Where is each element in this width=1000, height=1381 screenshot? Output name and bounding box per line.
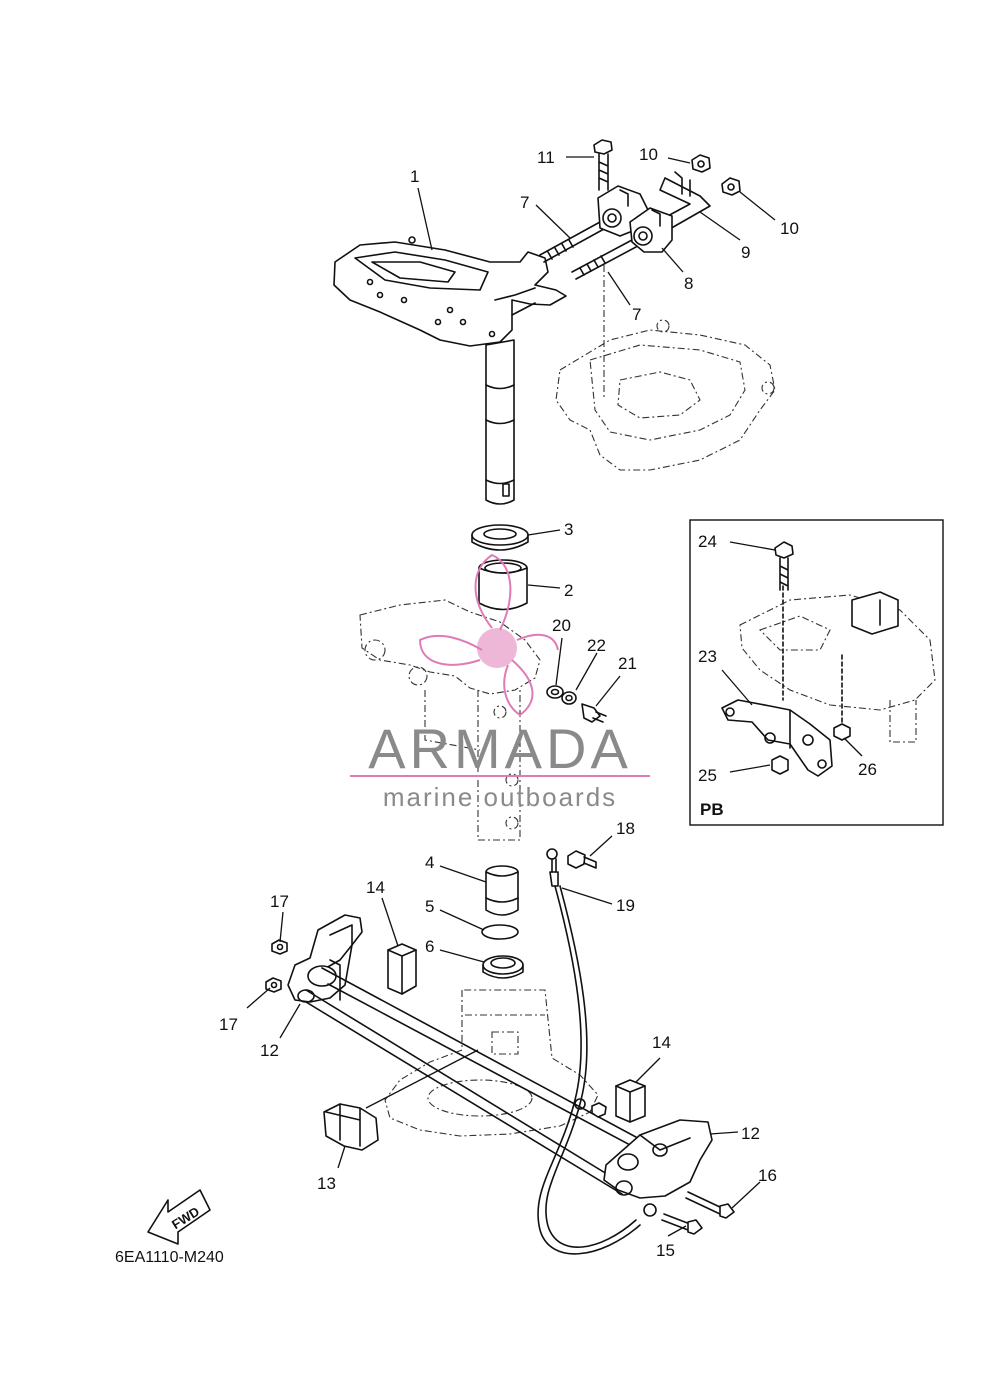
mount-bracket-right — [603, 1119, 713, 1199]
callout-25: 25 — [698, 766, 717, 785]
bolt-top — [593, 139, 613, 191]
fwd-arrow-icon: FWD — [147, 1189, 211, 1245]
callout-17b: 17 — [219, 1015, 238, 1034]
rubber-mount-14-right — [615, 1079, 646, 1123]
stud-bolt-upper — [539, 221, 605, 263]
callout-7b: 7 — [632, 305, 641, 324]
lower-casing-ghost — [384, 989, 599, 1137]
callout-5: 5 — [425, 897, 434, 916]
swivel-bracket-ghost — [359, 599, 541, 841]
watermark-brand: ARMADA — [368, 717, 632, 780]
callout-21: 21 — [618, 654, 637, 673]
washer-20 — [546, 685, 564, 699]
friction-block-lower — [629, 207, 673, 253]
damper-4 — [485, 865, 519, 916]
bottom-cowling-ghost — [555, 265, 776, 471]
callout-19: 19 — [616, 896, 635, 915]
inset-pb: PB — [689, 519, 944, 826]
rubber-block-13 — [323, 1103, 379, 1151]
callout-24: 24 — [698, 532, 717, 551]
callout-1: 1 — [410, 167, 419, 186]
callout-20: 20 — [552, 616, 571, 635]
ground-bolt-18 — [567, 850, 597, 869]
callout-11: 11 — [537, 148, 555, 167]
o-ring-5 — [481, 924, 519, 940]
callout-26: 26 — [858, 760, 877, 779]
callout-13: 13 — [317, 1174, 336, 1193]
rubber-mount-14-left — [387, 943, 417, 995]
callouts: 1 7 7 8 9 10 10 11 3 2 20 22 21 18 19 4 … — [219, 145, 877, 1260]
callout-4: 4 — [425, 853, 434, 872]
propeller-logo-icon — [418, 553, 559, 717]
callout-3: 3 — [564, 520, 573, 539]
bushing — [478, 559, 528, 611]
stud-bolt-lower — [571, 239, 637, 280]
screw-21 — [581, 703, 607, 723]
callout-12b: 12 — [741, 1124, 760, 1143]
callout-8: 8 — [684, 274, 693, 293]
callout-14b: 14 — [652, 1033, 671, 1052]
callout-16: 16 — [758, 1166, 777, 1185]
callout-10b: 10 — [780, 219, 799, 238]
seal-6 — [482, 955, 524, 979]
mount-bracket-left — [287, 914, 363, 1003]
watermark-tagline: marine outboards — [383, 782, 617, 812]
callout-22: 22 — [587, 636, 606, 655]
leader-lines — [246, 156, 863, 1237]
steering-bracket — [333, 236, 567, 505]
drawing-code: 6EA1110-M240 — [115, 1249, 224, 1266]
callout-17a: 17 — [270, 892, 289, 911]
callout-18: 18 — [616, 819, 635, 838]
callout-14a: 14 — [366, 878, 385, 897]
small-bolt-right — [591, 1102, 607, 1118]
callout-6: 6 — [425, 937, 434, 956]
nut-upper — [691, 154, 711, 173]
washer-17-upper — [271, 939, 288, 955]
callout-9: 9 — [741, 243, 750, 262]
callout-2: 2 — [564, 581, 573, 600]
callout-10a: 10 — [639, 145, 658, 164]
washer-22 — [561, 691, 577, 705]
callout-23: 23 — [698, 647, 717, 666]
tie-rods — [305, 967, 663, 1195]
callout-12a: 12 — [260, 1041, 279, 1060]
callout-15: 15 — [656, 1241, 675, 1260]
inset-label: PB — [700, 800, 724, 819]
bolt-15 — [661, 1213, 703, 1235]
watermark: ARMADA marine outboards — [350, 553, 650, 812]
nut-right — [721, 177, 741, 196]
callout-7a: 7 — [520, 193, 529, 212]
shaft-seal-collar — [471, 524, 529, 551]
bolt-16 — [685, 1191, 735, 1219]
